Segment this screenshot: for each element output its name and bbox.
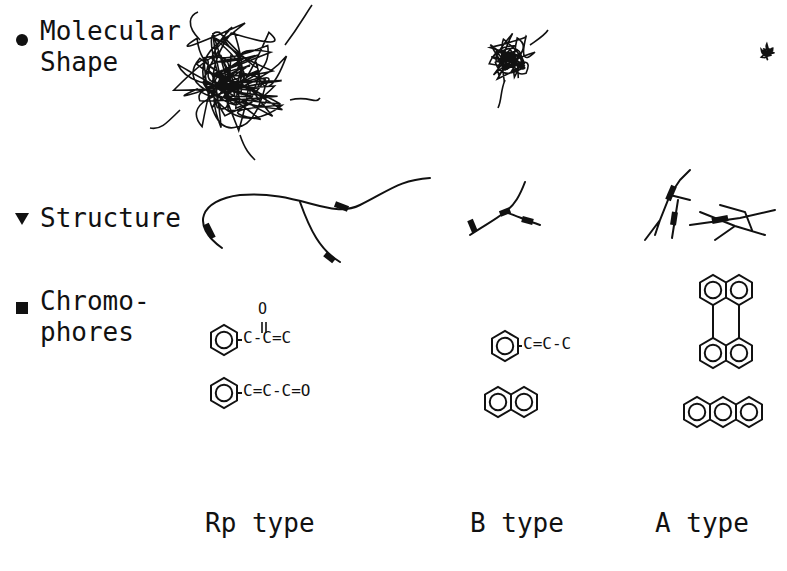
coil-tail <box>530 30 548 45</box>
chain-branch <box>505 212 540 225</box>
ring-hexagon <box>485 387 511 417</box>
ring-hexagon <box>700 338 726 368</box>
row-label: Molecular Shape <box>40 16 190 78</box>
aromatic-circle <box>715 404 732 421</box>
bond-line <box>738 305 740 338</box>
ring-hexagon <box>684 397 710 427</box>
coil-path <box>489 33 535 82</box>
chain-branch <box>300 202 340 262</box>
bullet-square <box>16 302 28 314</box>
chain-line <box>690 205 775 240</box>
atom-label: O <box>258 300 267 318</box>
coil-tail <box>290 98 320 101</box>
coil-path <box>174 23 287 130</box>
bond-line <box>518 345 522 347</box>
column-label: A type <box>655 508 749 539</box>
ring-structures <box>211 275 762 427</box>
coil-tail <box>190 12 200 40</box>
ring-hexagon <box>726 338 752 368</box>
aromatic-circle <box>490 394 507 411</box>
aromatic-circle <box>689 404 706 421</box>
chain-formula: C=C-C <box>523 334 571 353</box>
row-label: Structure <box>40 203 181 234</box>
chain-line <box>470 182 525 235</box>
ring-hexagon <box>211 325 237 355</box>
ring-hexagon <box>511 387 537 417</box>
column-label: Rp type <box>205 508 315 539</box>
aromatic-circle <box>516 394 533 411</box>
ring-hexagon <box>710 397 736 427</box>
coil-tail <box>240 135 255 160</box>
column-label: B type <box>470 508 564 539</box>
ring-hexagon <box>736 397 762 427</box>
bullet-circle <box>16 34 28 46</box>
chromophore-marks <box>206 186 728 261</box>
bond-line <box>237 339 242 341</box>
ring-hexagon <box>211 378 237 408</box>
chain-formula: C-C=C <box>243 328 291 347</box>
coil-path <box>761 44 774 60</box>
chain-structures <box>203 170 775 262</box>
chain-formula: C=C-C=O <box>243 381 310 400</box>
aromatic-circle <box>216 385 233 402</box>
aromatic-circle <box>741 404 758 421</box>
ring-hexagon <box>700 275 726 305</box>
chain-line <box>645 170 690 240</box>
coil-tail <box>150 110 180 128</box>
bullet-triangle <box>15 213 29 225</box>
coil-tail <box>285 5 312 45</box>
bond-line <box>237 392 242 394</box>
row-label: Chromo- phores <box>40 286 180 348</box>
coil-shapes <box>150 5 775 160</box>
aromatic-circle <box>497 338 514 355</box>
ring-hexagon <box>726 275 752 305</box>
aromatic-circle <box>731 282 748 299</box>
ring-hexagon <box>492 331 518 361</box>
aromatic-circle <box>705 282 722 299</box>
coil-tail <box>498 80 505 108</box>
aromatic-circle <box>705 345 722 362</box>
aromatic-circle <box>731 345 748 362</box>
bond-line <box>712 305 714 338</box>
aromatic-circle <box>216 332 233 349</box>
